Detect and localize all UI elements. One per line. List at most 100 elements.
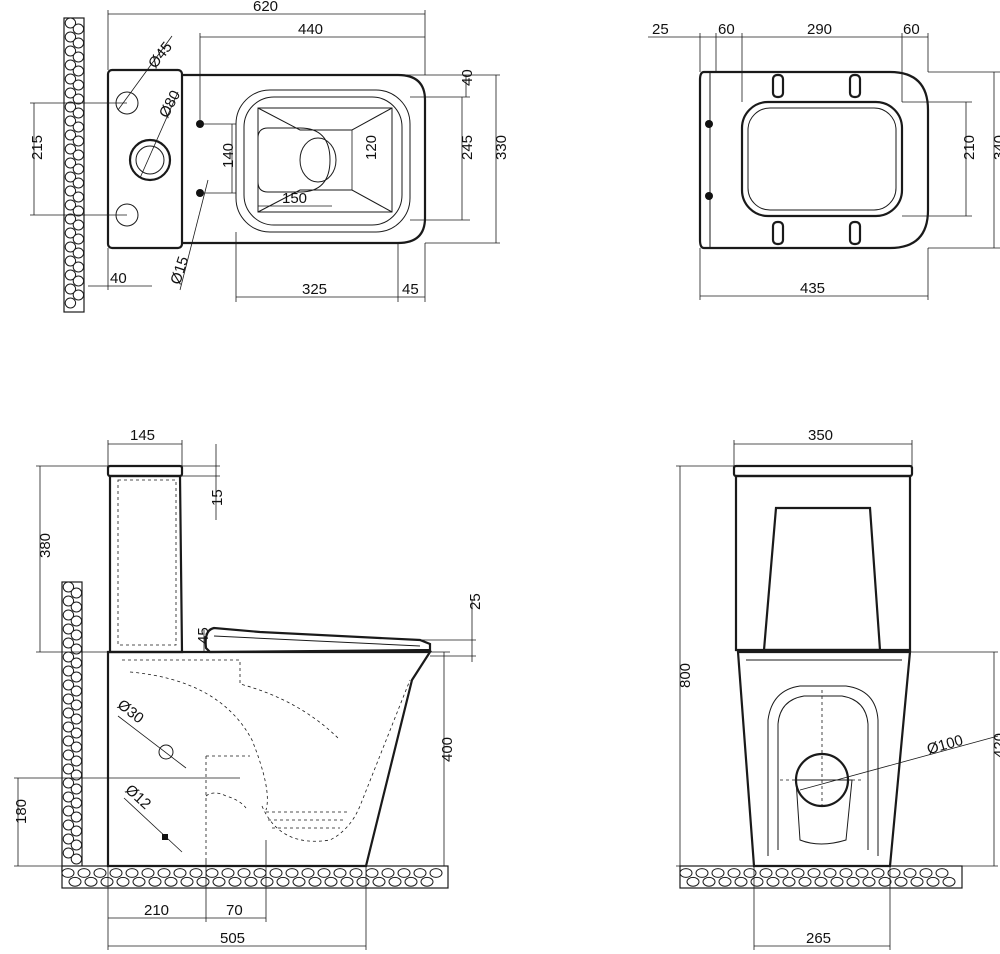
pebble bbox=[72, 51, 85, 63]
pebble bbox=[64, 31, 77, 43]
seat-hinge-1 bbox=[705, 120, 713, 128]
pebble bbox=[62, 595, 75, 607]
pebble bbox=[317, 868, 331, 878]
pebble bbox=[205, 868, 219, 878]
pebble bbox=[64, 143, 77, 155]
pebble bbox=[381, 868, 395, 878]
pebble bbox=[189, 868, 203, 878]
dim-150: 150 bbox=[282, 190, 307, 207]
seat-hinge-2 bbox=[705, 192, 713, 200]
dim-40-rim: 40 bbox=[459, 69, 476, 86]
trapway-top bbox=[122, 659, 341, 741]
pebble bbox=[372, 876, 386, 887]
pebble bbox=[72, 93, 85, 105]
pebble bbox=[775, 868, 789, 878]
pebble bbox=[72, 261, 85, 273]
front-view: 350 800 Ø100 420 265 bbox=[676, 427, 1000, 950]
pebble bbox=[70, 755, 83, 767]
pebble bbox=[72, 289, 85, 301]
pebble bbox=[62, 609, 75, 621]
pebble bbox=[64, 101, 77, 113]
pebble bbox=[244, 876, 258, 887]
pebble bbox=[72, 135, 85, 147]
pebble bbox=[62, 749, 75, 761]
pebble bbox=[64, 73, 77, 85]
dim-d100: Ø100 bbox=[925, 732, 965, 758]
pebble bbox=[70, 587, 83, 599]
bowl-body-outline bbox=[182, 73, 427, 245]
bowl-inner2-front bbox=[777, 695, 869, 850]
pebble bbox=[72, 121, 85, 133]
pebble bbox=[62, 847, 75, 859]
pebble bbox=[70, 615, 83, 627]
pebble bbox=[116, 876, 130, 887]
top-view: 620 440 Ø45 Ø80 Ø15 140 215 40 150 120 4… bbox=[29, 0, 510, 313]
pebble bbox=[68, 876, 82, 887]
pebble bbox=[64, 241, 77, 253]
pebble bbox=[237, 868, 251, 878]
pebble bbox=[64, 199, 77, 211]
pebble bbox=[285, 868, 299, 878]
pebble bbox=[70, 629, 83, 641]
seat-bumper-3 bbox=[771, 220, 785, 246]
tank-body-side bbox=[108, 474, 184, 654]
dim-60-left: 60 bbox=[718, 21, 735, 38]
wall-stones-top bbox=[64, 17, 85, 309]
pebble bbox=[750, 876, 764, 887]
pebble bbox=[807, 868, 821, 878]
pebble bbox=[702, 876, 716, 887]
dim-d80: Ø80 bbox=[156, 88, 184, 121]
pebble bbox=[782, 876, 796, 887]
pebble bbox=[62, 805, 75, 817]
pebble bbox=[72, 23, 85, 35]
trap-front bbox=[795, 779, 853, 845]
dim-140: 140 bbox=[220, 143, 237, 168]
pebble bbox=[157, 868, 171, 878]
seat-side bbox=[204, 626, 432, 654]
pebble bbox=[62, 833, 75, 845]
pebble bbox=[269, 868, 283, 878]
tank-lid-front bbox=[732, 464, 914, 478]
pebble bbox=[221, 868, 235, 878]
dim-435: 435 bbox=[800, 280, 825, 297]
dim-380: 380 bbox=[37, 533, 54, 558]
tank-body-front bbox=[734, 474, 912, 652]
pebble bbox=[333, 868, 347, 878]
pebble bbox=[686, 876, 700, 887]
pebble bbox=[77, 868, 91, 878]
dim-265: 265 bbox=[806, 930, 831, 947]
pebble bbox=[862, 876, 876, 887]
pebble bbox=[72, 149, 85, 161]
pebble bbox=[62, 679, 75, 691]
pebble bbox=[356, 876, 370, 887]
pebble bbox=[100, 876, 114, 887]
pebble bbox=[324, 876, 338, 887]
pebble bbox=[276, 876, 290, 887]
pebble bbox=[429, 868, 443, 878]
pebble bbox=[70, 671, 83, 683]
pebble bbox=[70, 783, 83, 795]
pebble bbox=[878, 876, 892, 887]
pebble bbox=[64, 171, 77, 183]
pebble bbox=[942, 876, 956, 887]
pebble bbox=[413, 868, 427, 878]
pebble bbox=[109, 868, 123, 878]
dim-210: 210 bbox=[961, 135, 978, 160]
pebble bbox=[72, 205, 85, 217]
bowl-body-front bbox=[736, 650, 912, 868]
outlet-ellipse-top bbox=[299, 137, 337, 183]
inlet-large-inner bbox=[135, 145, 165, 175]
pebble bbox=[798, 876, 812, 887]
pebble bbox=[349, 868, 363, 878]
pebble bbox=[743, 868, 757, 878]
pebble bbox=[919, 868, 933, 878]
dim-d15: Ø15 bbox=[167, 254, 192, 286]
pebble bbox=[292, 876, 306, 887]
pebble bbox=[340, 876, 354, 887]
pebble bbox=[903, 868, 917, 878]
dim-350: 350 bbox=[808, 427, 833, 444]
dim-60-right: 60 bbox=[903, 21, 920, 38]
pebble bbox=[397, 868, 411, 878]
pebble bbox=[228, 876, 242, 887]
pebble bbox=[132, 876, 146, 887]
